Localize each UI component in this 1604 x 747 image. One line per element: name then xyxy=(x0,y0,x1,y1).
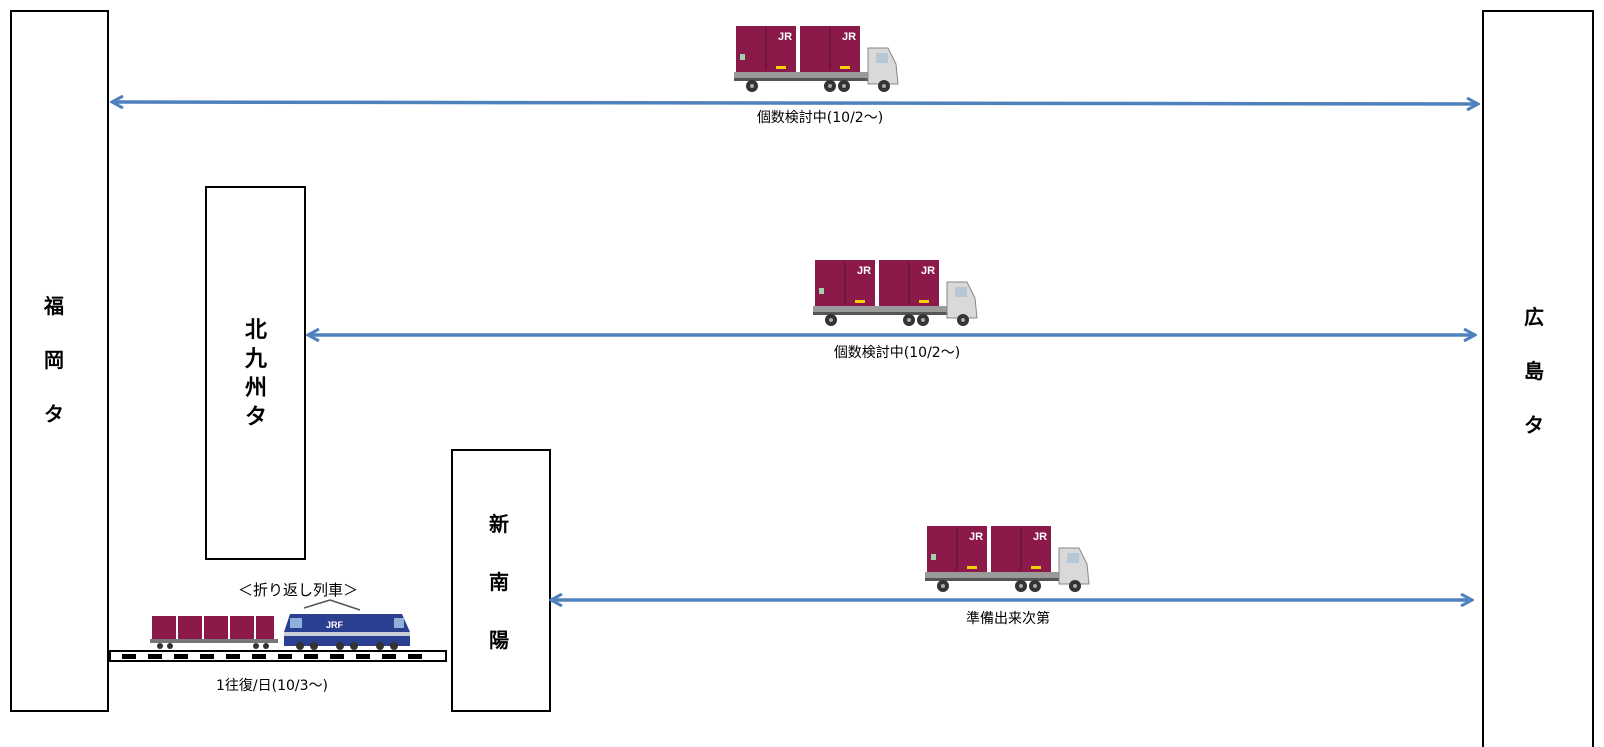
station-shinnanyo-box xyxy=(451,449,551,712)
truck-icon xyxy=(733,25,899,93)
station-shinnanyo-char-2: 南 xyxy=(489,570,509,594)
train-frequency: 1往復/日(10/3～) xyxy=(216,678,328,694)
station-fukuoka-char-1: 福 xyxy=(44,294,64,318)
station-hiroshima-char-2: 島 xyxy=(1524,359,1544,383)
station-fukuoka-box xyxy=(10,10,109,712)
station-kitakyushu-char-4: タ xyxy=(245,405,268,430)
station-shinnanyo-label: 新 南 陽 xyxy=(489,514,509,650)
station-shinnanyo-char-1: 新 xyxy=(489,512,509,536)
station-hiroshima-char-1: 広 xyxy=(1524,305,1544,329)
station-kitakyushu-char-1: 北 xyxy=(245,318,268,343)
station-kitakyushu-label: 北 九 州 タ xyxy=(245,320,267,429)
svg-text:JRF: JRF xyxy=(326,620,344,630)
station-hiroshima-char-3: タ xyxy=(1524,413,1544,437)
station-fukuoka-char-2: 岡 xyxy=(44,348,64,372)
station-shinnanyo-char-3: 陽 xyxy=(489,628,509,652)
route-arrow-fukuoka-hiroshima xyxy=(112,102,1478,104)
train-title: ＜折り返し列車＞ xyxy=(237,581,359,599)
freight-train-icon: JRF xyxy=(109,599,447,662)
station-kitakyushu-box xyxy=(205,186,306,560)
truck-icon xyxy=(924,525,1090,593)
truck-icon xyxy=(812,259,978,327)
route-label-shinnanyo-hiroshima: 準備出来次第 xyxy=(966,611,1050,627)
station-kitakyushu-char-3: 州 xyxy=(245,376,268,401)
station-hiroshima-label: 広 島 タ xyxy=(1524,307,1544,435)
station-kitakyushu-char-2: 九 xyxy=(245,347,268,372)
station-fukuoka-label: 福 岡 タ xyxy=(44,296,64,424)
station-hiroshima-box xyxy=(1482,10,1594,747)
route-label-kitakyushu-hiroshima: 個数検討中(10/2～) xyxy=(833,345,961,361)
station-fukuoka-char-3: タ xyxy=(44,402,64,426)
route-label-fukuoka-hiroshima: 個数検討中(10/2～) xyxy=(756,110,884,126)
